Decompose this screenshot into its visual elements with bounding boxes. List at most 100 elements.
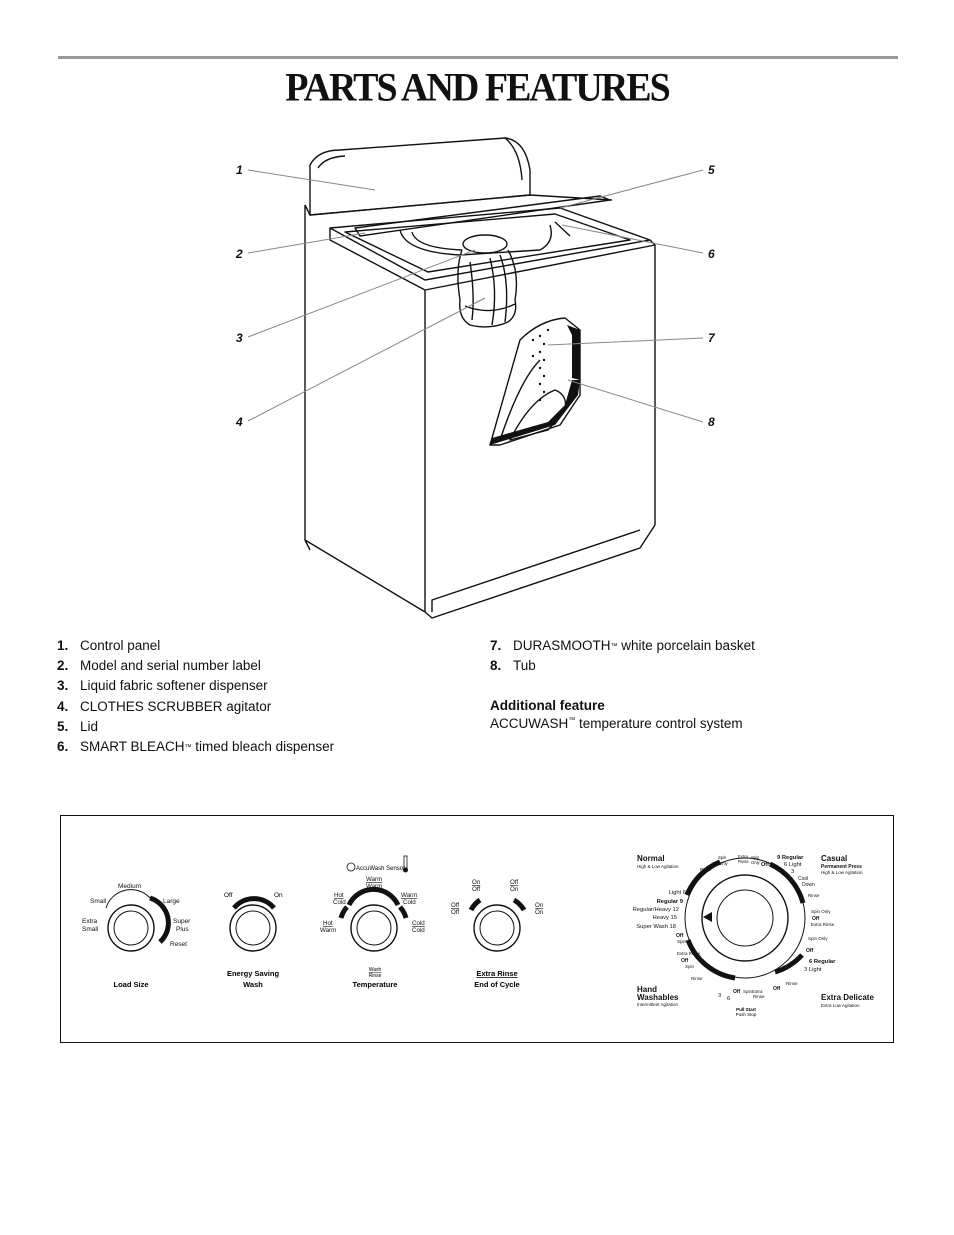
pull-start-label: Pull Start (736, 1007, 756, 1012)
cycle-time-label: Heavy 15 (653, 915, 678, 921)
cycle-normal-label: Normal (637, 854, 665, 863)
cycle-time-label: 6 Regular (809, 959, 836, 965)
parts-list-right: 7.DURASMOOTH™ white porcelain basket 8.T… (490, 636, 755, 676)
cycle-step-label: Rinse (786, 981, 798, 986)
control-panel-diagram: Medium Small Large Extra Small Super Plu… (60, 815, 894, 1043)
extra-rinse-label: Off (472, 886, 480, 893)
cycle-step-label: Off (773, 986, 781, 992)
extra-rinse-title: Extra Rinse (476, 969, 517, 978)
cycle-step-label: Off (676, 933, 684, 939)
cycle-time-label: 6 (727, 996, 730, 1002)
additional-feature-heading: Additional feature (490, 698, 605, 713)
list-item: 5.Lid (57, 718, 99, 734)
cycle-step-label: Spin Only (808, 936, 828, 941)
energy-off-label: Off (224, 892, 233, 899)
list-item: 4.CLOTHES SCRUBBER agitator (57, 698, 272, 714)
callout-1: 1 (236, 163, 243, 177)
temp-label: Warm (320, 927, 336, 934)
rinse-label: Rinse (369, 973, 382, 979)
cycle-casual-label: Casual (821, 854, 847, 863)
list-item: 3.Liquid fabric softener dispenser (57, 678, 268, 694)
cycle-step-label: Rinse (753, 994, 765, 999)
temp-label: Cold (412, 920, 425, 927)
temp-label: Cold (333, 899, 346, 906)
callout-7: 7 (708, 331, 716, 345)
cycle-step-label: Off (806, 948, 814, 954)
cycle-step-label: Off (681, 958, 689, 964)
cycle-step-label: Only (719, 861, 729, 866)
energy-title: Energy Saving (227, 969, 280, 978)
sensor-icon (346, 855, 408, 873)
callout-2: 2 (235, 247, 243, 261)
callout-3: 3 (236, 331, 243, 345)
extra-rinse-label: Off (451, 909, 459, 916)
energy-on-label: On (274, 892, 283, 899)
temp-label: Warm (366, 876, 382, 883)
load-size-knob[interactable] (105, 889, 171, 952)
cycle-step-label: Rinse (738, 859, 749, 864)
temperature-title: Temperature (353, 980, 398, 989)
cycle-time-label: Super Wash 18 (636, 924, 676, 930)
additional-feature-text: ACCUWASH™ temperature control system (490, 716, 743, 731)
list-item: 8.Tub (490, 658, 536, 674)
temp-label: Hot (323, 920, 333, 927)
sensor-label: AccuWash Sensor (356, 866, 405, 872)
cycle-hand-sub: Intermittent Agitation (637, 1002, 679, 1007)
cycle-step-label: Extra Rinse (811, 922, 835, 927)
cycle-step-label: Extra Rinse (677, 951, 701, 956)
cycle-time-label: Light 6 (669, 890, 686, 896)
extra-rinse-label: On (535, 902, 544, 909)
washer-illustration: 1 2 3 4 5 6 7 8 (235, 137, 716, 619)
load-size-label: Reset (170, 941, 187, 948)
wash-label: Wash (369, 967, 382, 973)
cycle-step-label: Off (812, 916, 820, 922)
list-item: 2.Model and serial number label (57, 658, 261, 674)
load-size-label: Super (173, 918, 191, 925)
callout-8: 8 (708, 415, 715, 429)
load-size-label: Plus (176, 926, 189, 933)
cycle-step-label: Extra (738, 854, 748, 859)
temp-label: Warm (401, 892, 417, 899)
cycle-step-label: Rinse (808, 893, 820, 898)
cycle-step-label: Rinse (691, 976, 703, 981)
cycle-time-label: 6 Light (784, 862, 802, 868)
cycle-time-label: 3 (718, 993, 721, 999)
extra-rinse-label: On (472, 879, 481, 886)
cycle-cool-label: Cool (798, 876, 808, 882)
push-stop-label: Push Stop (736, 1012, 757, 1017)
cycle-normal-sub: High & Low Agitation (637, 864, 679, 869)
load-size-label: Extra (82, 918, 98, 925)
cycle-step-label: Only (751, 860, 761, 865)
temp-label: Cold (412, 927, 425, 934)
cycle-step-label: Rinse (700, 867, 712, 872)
cycle-delicate-sub: Extra Low Agitation (821, 1003, 860, 1008)
cycle-step-label: Spin (677, 939, 687, 944)
load-size-label: Small (82, 926, 99, 933)
cycle-time-label: 3 (791, 869, 794, 875)
load-size-label: Medium (118, 883, 141, 890)
cycle-time-label: Regular/Heavy 12 (633, 907, 679, 913)
cycle-hand-label-2: Washables (637, 993, 679, 1002)
cycle-dial[interactable] (684, 857, 806, 981)
temp-label: Hot (334, 892, 344, 899)
cycle-step-label: Spin (685, 964, 695, 969)
end-of-cycle-title: End of Cycle (474, 980, 519, 989)
load-size-label: Large (163, 898, 180, 905)
temperature-knob[interactable] (338, 886, 409, 952)
cycle-hand-label: Hand (637, 985, 657, 994)
callout-4: 4 (235, 415, 243, 429)
cycle-down-label: Down (802, 882, 815, 888)
cycle-step-label: Extra (752, 989, 763, 994)
page-title: PARTS AND FEATURES (285, 65, 671, 111)
cycle-step-label: Spin (718, 855, 727, 860)
parts-list-left: 1.Control panel 2.Model and serial numbe… (57, 636, 334, 757)
extra-rinse-knob[interactable] (468, 897, 527, 952)
cycle-time-label: 9 Regular (777, 855, 804, 861)
cycle-time-label: 3 Light (804, 967, 822, 973)
load-size-title: Load Size (113, 980, 148, 989)
energy-saving-knob[interactable] (229, 896, 277, 952)
cycle-step-label: Off (761, 862, 769, 868)
list-item: 7.DURASMOOTH™ white porcelain basket (490, 638, 755, 653)
callout-5: 5 (708, 163, 715, 177)
cycle-casual-sub: Permanent Press (821, 864, 862, 870)
